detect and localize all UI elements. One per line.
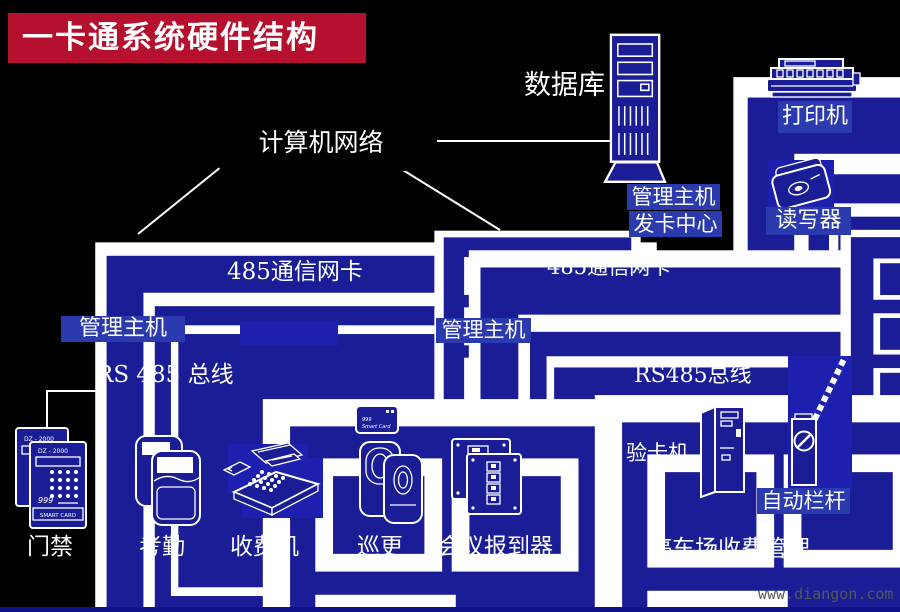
page-title: 一卡通系统硬件结构 bbox=[8, 13, 366, 63]
rs485-bus-right-label: RS485总线 bbox=[634, 363, 752, 388]
door-model-text-back: DZ - 2000 bbox=[24, 436, 54, 443]
reader-writer-label: 读写器 bbox=[766, 207, 851, 235]
cloud-label: 计算机网络 bbox=[258, 128, 384, 157]
patrol-label: 巡更 bbox=[357, 534, 403, 560]
barrier-gate-icon bbox=[788, 355, 852, 492]
pos-keypad bbox=[248, 470, 285, 492]
pci-card-icon bbox=[240, 321, 900, 612]
card-kiosk-icon bbox=[700, 405, 745, 499]
smart-card-icon: 999 Smart Card bbox=[355, 405, 399, 434]
attendance-display-text: 88:88 bbox=[157, 460, 192, 473]
parking-mgmt-label: 停车场收费管理 bbox=[649, 536, 810, 562]
attendance-label: 考勤 bbox=[139, 534, 185, 560]
comm-card-left-label: 485通信网卡 bbox=[227, 259, 363, 285]
database-label: 数据库 bbox=[524, 70, 605, 101]
card-center-label-line2: 发卡中心 bbox=[629, 211, 722, 237]
attendance-terminal-icon: 88:88 bbox=[135, 435, 201, 526]
printer-label: 打印机 bbox=[778, 101, 852, 133]
door-card-text: SMART CARD bbox=[40, 513, 76, 519]
patrol-card-num: 999 bbox=[362, 417, 372, 423]
door-keypad bbox=[50, 470, 78, 498]
card-reader-icon bbox=[768, 157, 834, 210]
card-verifier-label: 验卡机 bbox=[626, 441, 689, 465]
server-tower-icon bbox=[603, 33, 667, 184]
watermark: www.diangon.com bbox=[758, 585, 894, 603]
checkin-panel-icon bbox=[451, 438, 522, 515]
auto-barrier-label: 自动栏杆 bbox=[757, 488, 850, 514]
access-control-label: 门禁 bbox=[27, 534, 73, 560]
door-num-text: 999 bbox=[38, 496, 53, 505]
access-keypad-icon: DZ - 2000 DZ - 2000 999 SMART CARD bbox=[15, 427, 87, 529]
card-center-label-line1: 管理主机 bbox=[627, 184, 720, 210]
comm-card-right-label: 485通信网卡 bbox=[547, 255, 672, 279]
rs485-bus-left-label: RS 485 总线 bbox=[96, 362, 234, 388]
edge-cloud-host-mid bbox=[397, 166, 501, 231]
meeting-checkin-label: 会议报到器 bbox=[438, 534, 553, 560]
card-left-backdrop bbox=[240, 321, 338, 346]
bottom-edge-strip bbox=[0, 607, 900, 612]
cash-register-icon bbox=[222, 442, 323, 518]
patrol-wand-icon bbox=[359, 441, 423, 524]
admin-host-mid-label: 管理主机 bbox=[436, 318, 531, 343]
pos-machine-label: 收费机 bbox=[230, 534, 299, 560]
door-model-text: DZ - 2000 bbox=[38, 448, 68, 455]
admin-host-left-label: 管理主机 bbox=[61, 316, 185, 342]
checkin-buttons bbox=[486, 461, 501, 505]
patrol-card-text: Smart Card bbox=[362, 424, 391, 430]
printer-icon bbox=[766, 58, 861, 98]
edge-cloud-host-left bbox=[137, 157, 233, 235]
